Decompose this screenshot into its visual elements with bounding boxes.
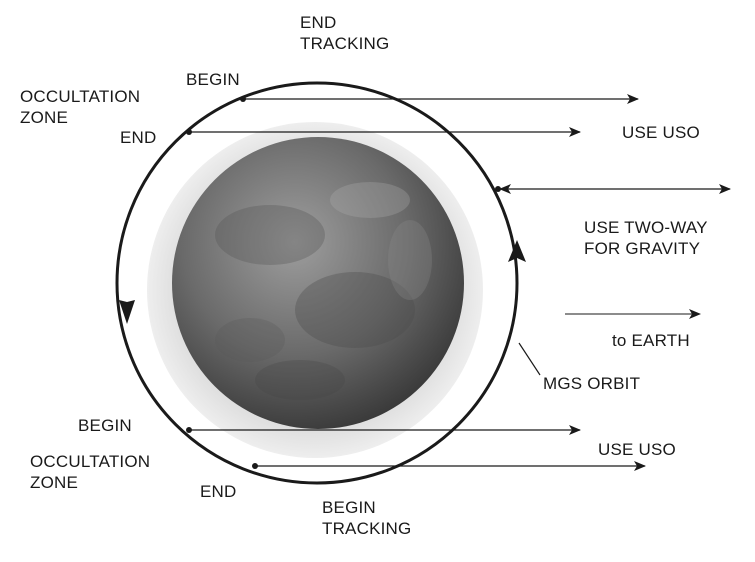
top-end-label: END (120, 128, 157, 147)
orbit-direction-arrow-left (119, 300, 135, 324)
mars-planet (172, 137, 464, 429)
to-earth-label: to EARTH (612, 331, 690, 350)
top-use-uso-label: USE USO (622, 123, 700, 142)
bottom-begin-label: BEGIN (78, 416, 132, 435)
mgs-orbit-leader-line (518, 342, 541, 376)
bottom-occultation-zone-label: OCCULTATION ZONE (30, 452, 151, 492)
top-begin-label: BEGIN (186, 70, 240, 89)
begin-tracking-label: BEGIN TRACKING (322, 498, 412, 538)
orbit-direction-arrow-right (508, 240, 526, 262)
end-tracking-label: END TRACKING (300, 13, 390, 53)
use-two-way-label: USE TWO-WAY FOR GRAVITY (584, 218, 708, 258)
top-occultation-zone-label: OCCULTATION ZONE (20, 87, 141, 127)
bottom-end-label: END (200, 482, 237, 501)
bottom-use-uso-label: USE USO (598, 440, 676, 459)
mgs-orbit-label: MGS ORBIT (543, 374, 641, 393)
mgs-orbit-ring (115, 81, 519, 485)
